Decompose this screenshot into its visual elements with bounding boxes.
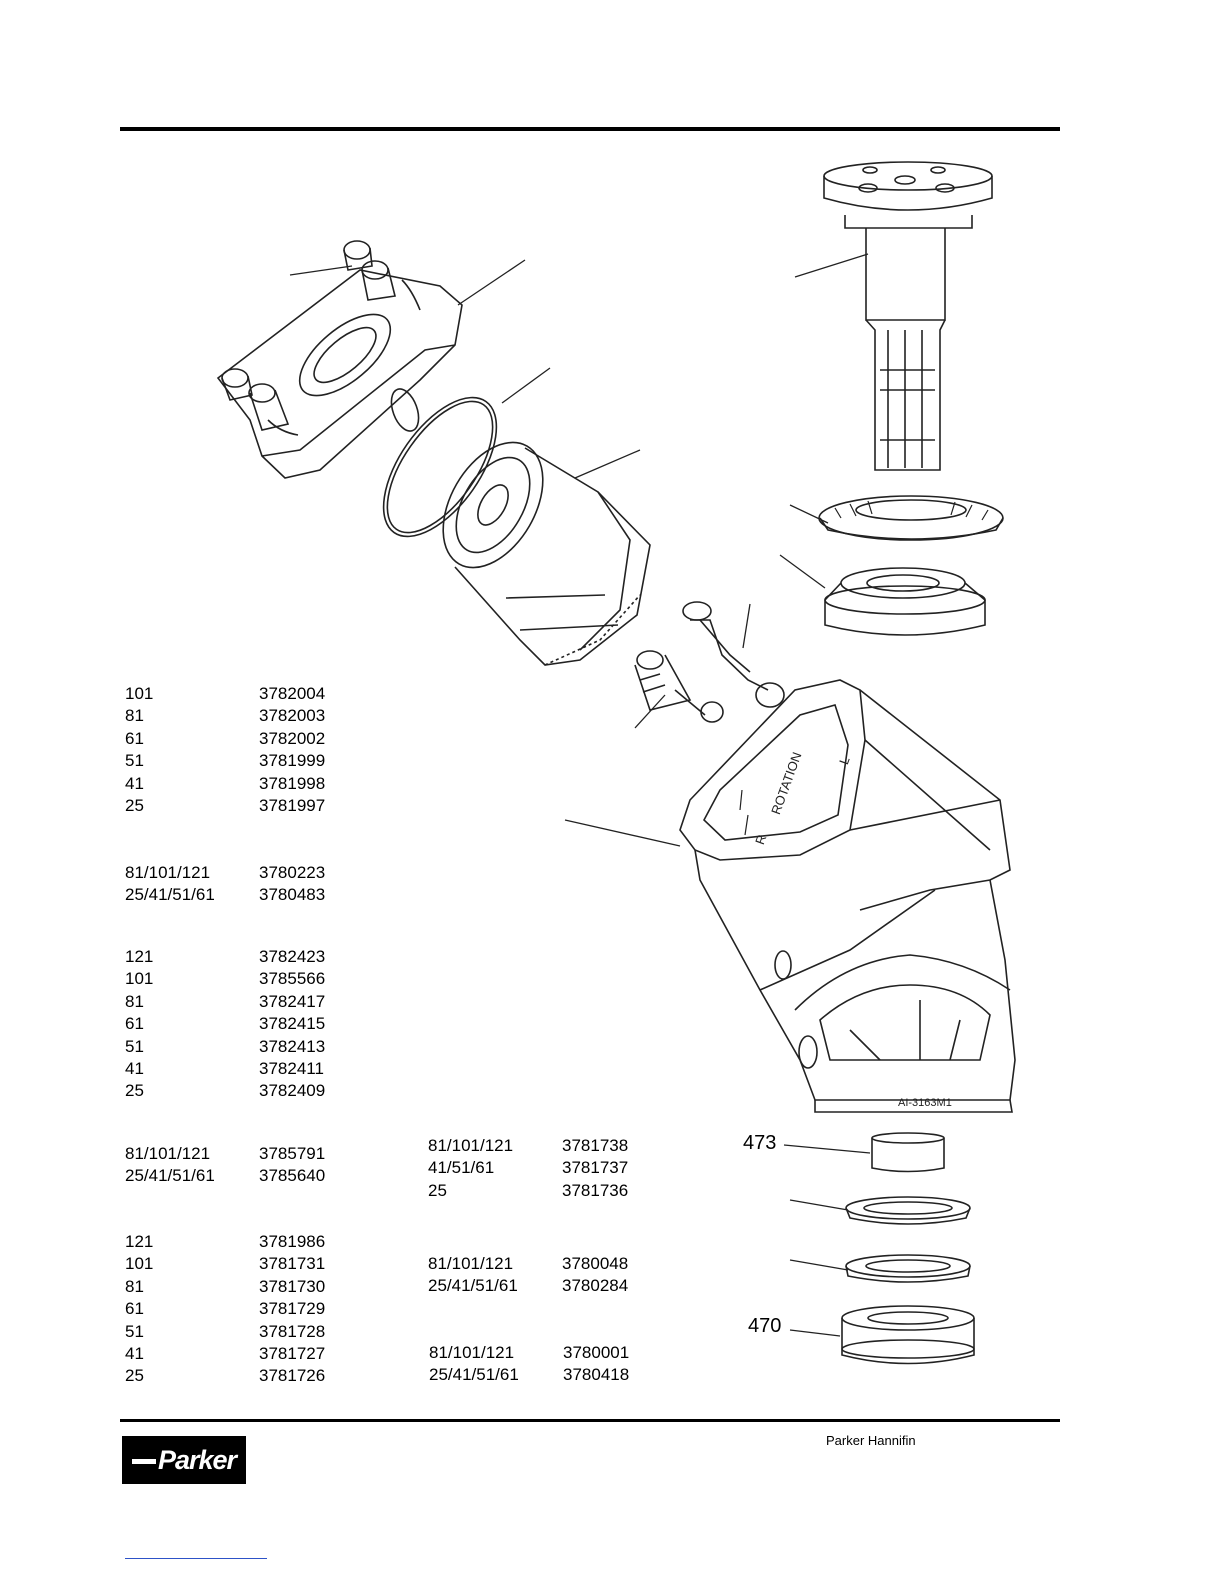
housing-code-text: AI-3163M1 — [898, 1097, 952, 1109]
cap-screw-3 — [221, 368, 253, 401]
leader-lines — [289, 253, 871, 1337]
shim-washer — [845, 1254, 971, 1283]
cap-screw-1 — [343, 240, 373, 271]
housing-r-text: R — [752, 833, 769, 847]
bottom-rule — [120, 1419, 1060, 1422]
o-ring — [382, 396, 498, 538]
bearing-470 — [841, 1305, 975, 1365]
cap-screw-4 — [248, 383, 290, 431]
shaft-seal — [845, 1196, 971, 1225]
bearing — [824, 567, 986, 636]
center-pin — [682, 601, 785, 708]
cap-screw-2 — [361, 260, 396, 301]
drive-shaft — [823, 161, 993, 471]
callout-473: 473 — [743, 1132, 777, 1154]
sleeve-473 — [871, 1132, 945, 1173]
cylinder-block — [442, 441, 651, 666]
bottom-link-underline[interactable] — [125, 1558, 267, 1559]
housing — [679, 679, 1016, 1113]
housing-rotation-text: ROTATION — [768, 750, 804, 816]
parker-logo: Parker — [122, 1436, 246, 1484]
spring-washer — [818, 495, 1004, 541]
housing-l-text: L — [836, 755, 853, 767]
spring-assembly — [634, 650, 724, 723]
footer-brand: Parker Hannifin — [826, 1433, 916, 1448]
top-rule — [120, 127, 1060, 131]
cover-plate — [216, 240, 463, 479]
callout-470: 470 — [748, 1315, 782, 1337]
